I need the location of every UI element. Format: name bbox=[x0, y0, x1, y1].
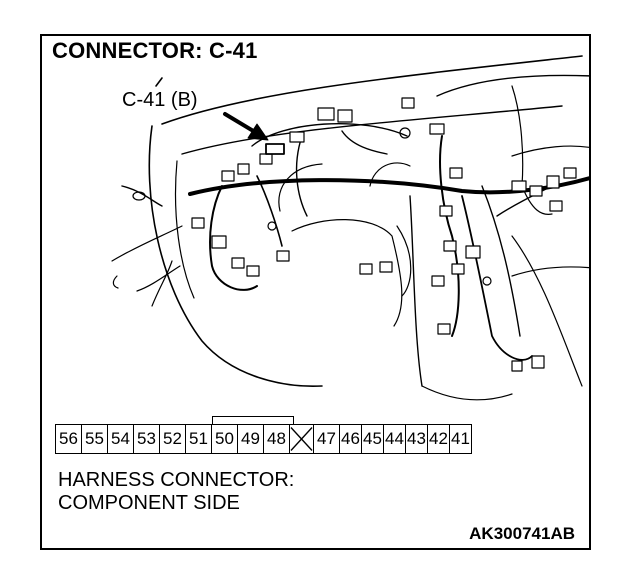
connector-pin-number: 46 bbox=[341, 429, 360, 448]
connector-pin-55: 55 bbox=[81, 425, 107, 453]
connector-pin-56: 56 bbox=[55, 425, 81, 453]
dashboard-harness-illustration bbox=[111, 55, 589, 401]
connector-pin-number: 56 bbox=[59, 429, 78, 448]
connector-pin-50: 50 bbox=[211, 425, 237, 453]
connector-pin-52: 52 bbox=[159, 425, 185, 453]
connector-pin-42: 42 bbox=[427, 425, 449, 453]
diagram-title: CONNECTOR: C-41 bbox=[52, 38, 258, 63]
connector-pin-unused bbox=[289, 425, 313, 453]
connector-pin-number: 50 bbox=[215, 429, 234, 448]
connector-callout-label: C-41 (B) bbox=[122, 89, 198, 111]
connector-pin-47: 47 bbox=[313, 425, 339, 453]
connector-pin-number: 55 bbox=[85, 429, 104, 448]
connector-pin-number: 49 bbox=[241, 429, 260, 448]
connector-pin-number: 45 bbox=[363, 429, 382, 448]
connector-pin-51: 51 bbox=[185, 425, 211, 453]
connector-pin-number: 51 bbox=[189, 429, 208, 448]
connector-pin-number: 42 bbox=[429, 429, 448, 448]
connector-pin-number: 47 bbox=[317, 429, 336, 448]
connector-pin-54: 54 bbox=[107, 425, 133, 453]
connector-pin-45: 45 bbox=[361, 425, 383, 453]
figure-code: AK300741AB bbox=[469, 524, 575, 543]
connector-pin-43: 43 bbox=[405, 425, 427, 453]
connector-pin-number: 54 bbox=[111, 429, 130, 448]
caption-line-2: COMPONENT SIDE bbox=[58, 492, 240, 514]
connector-pin-number: 53 bbox=[137, 429, 156, 448]
connector-pin-46: 46 bbox=[339, 425, 361, 453]
connector-pin-44: 44 bbox=[383, 425, 405, 453]
connector-pin-number: 52 bbox=[163, 429, 182, 448]
connector-pin-49: 49 bbox=[237, 425, 263, 453]
connector-pin-number: 48 bbox=[267, 429, 286, 448]
caption-line-1: HARNESS CONNECTOR: bbox=[58, 469, 295, 491]
diagram-frame: CONNECTOR: C-41 C-41 (B) 56 55 54 53 52 51 50 4… bbox=[40, 34, 591, 550]
connector-pin-number: 43 bbox=[407, 429, 426, 448]
connector-pin-41: 41 bbox=[449, 425, 471, 453]
connector-pin-53: 53 bbox=[133, 425, 159, 453]
connector-caption: HARNESS CONNECTOR: COMPONENT SIDE bbox=[58, 469, 294, 515]
connector-pin-number: 44 bbox=[385, 429, 404, 448]
connector-lock-tab bbox=[212, 416, 294, 425]
connector-pin-48: 48 bbox=[263, 425, 289, 453]
connector-pin-number: 41 bbox=[451, 429, 470, 448]
